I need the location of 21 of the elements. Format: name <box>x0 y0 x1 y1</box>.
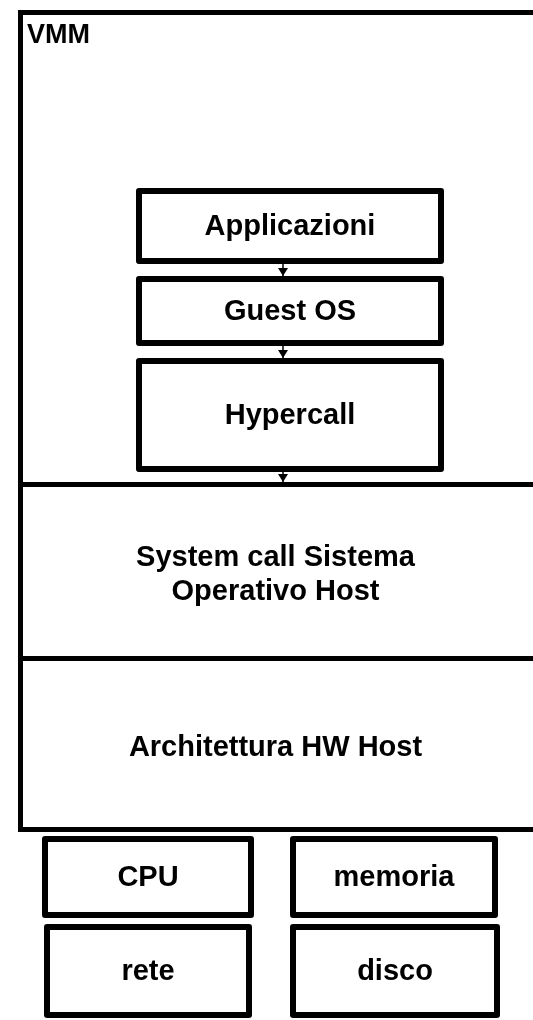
layer-box <box>44 924 252 1018</box>
layer-label: Applicazioni <box>204 209 376 243</box>
layer-label: rete <box>121 954 175 988</box>
layer-label: CPU <box>117 860 179 894</box>
layer-label: memoria <box>333 860 455 894</box>
container-title: VMM <box>27 19 90 51</box>
layer-label: Architettura HW Host <box>128 729 423 764</box>
layer-label: Guest OS <box>223 294 357 328</box>
vmm-container <box>18 10 533 832</box>
arrow <box>278 263 288 277</box>
arrow <box>278 471 288 483</box>
layer-box <box>136 358 444 472</box>
arrow <box>278 345 288 359</box>
layer-box <box>42 836 254 918</box>
layer-box <box>136 188 444 264</box>
layer-box <box>136 276 444 346</box>
layer-label: disco <box>357 954 433 988</box>
layer-label: Hypercall <box>224 398 356 432</box>
layer-box <box>290 924 500 1018</box>
layer-box <box>290 836 498 918</box>
layer-label: System call Sistema Operativo Host <box>135 540 416 607</box>
